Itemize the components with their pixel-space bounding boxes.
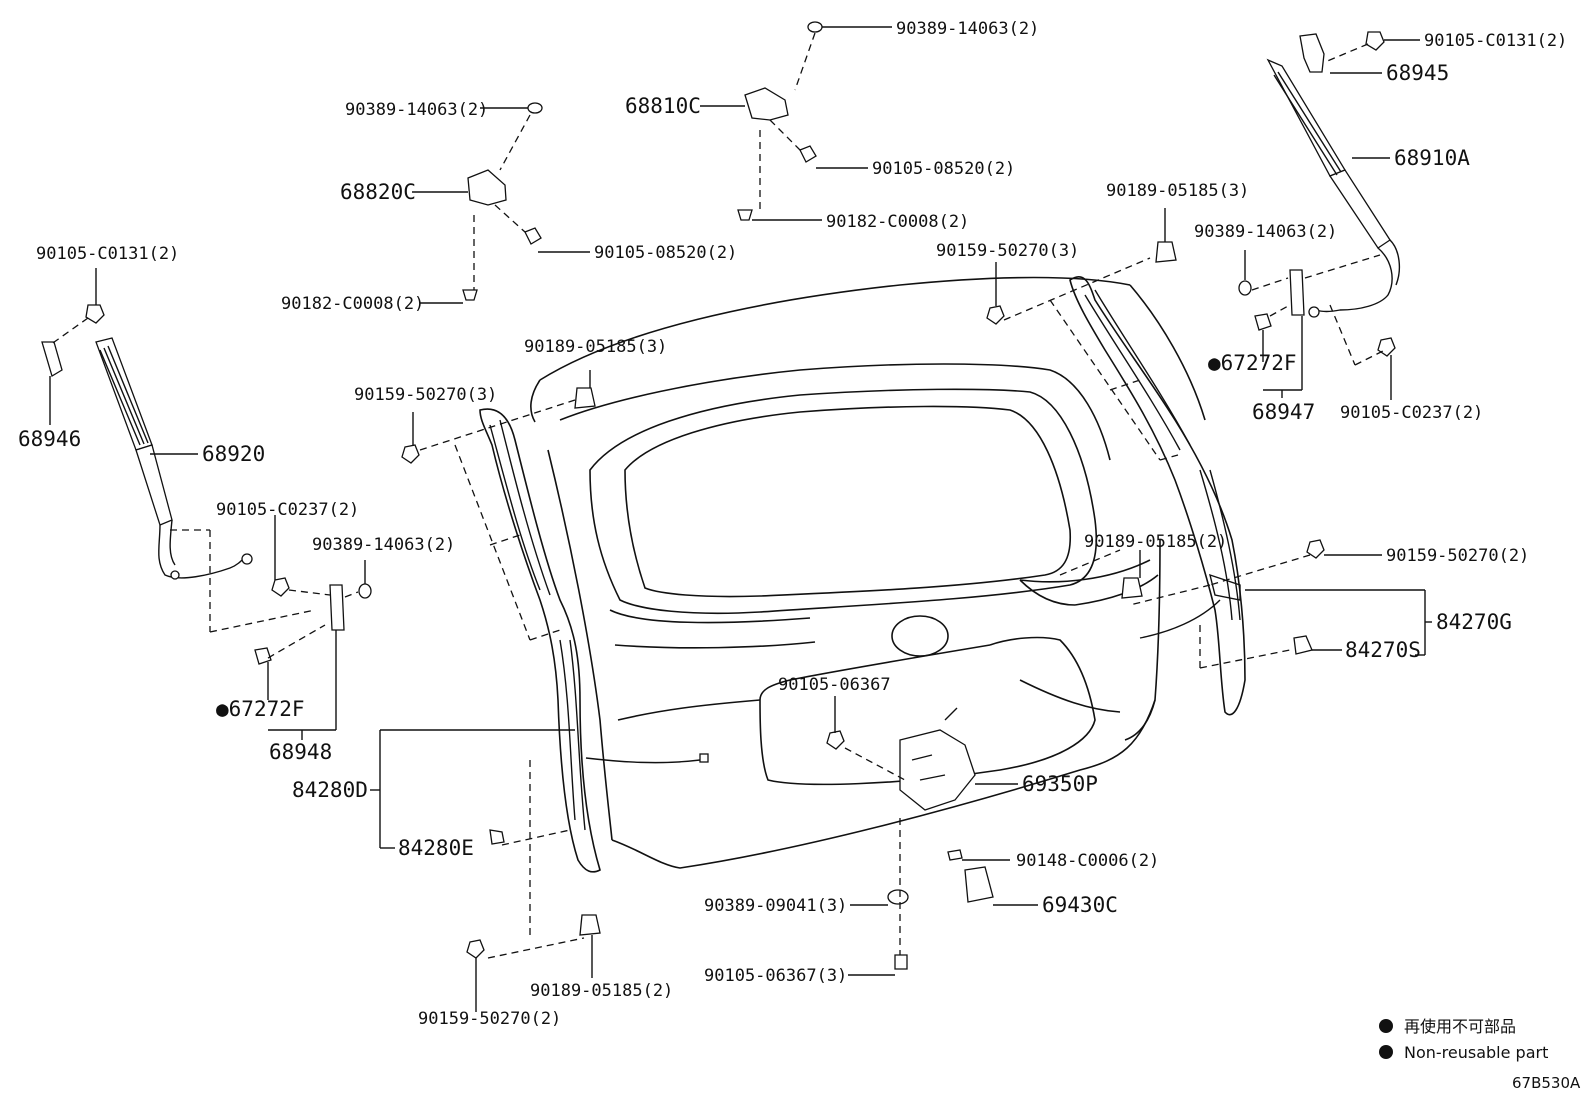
label-84270G: 84270G: [1436, 610, 1512, 634]
non-reusable-marker-icon: ●: [1208, 351, 1221, 375]
bolt-icon: [524, 227, 542, 245]
label-90159-50270: 90159-50270(2): [418, 1009, 561, 1029]
label-90105-C0237: 90105-C0237(2): [216, 500, 359, 520]
back-door-stay-left-68920: [95, 337, 253, 580]
label-84280D: 84280D: [292, 778, 368, 802]
non-reusable-dot-icon: [1379, 1019, 1393, 1033]
ball-joint-icon: [254, 647, 272, 665]
part-labels: 90389-14063(2) 68810C 90105-08520(2) 901…: [18, 19, 1567, 1029]
label-90105-08520: 90105-08520(2): [872, 159, 1015, 179]
label-90389-09041: 90389-09041(3): [704, 896, 847, 916]
label-90389-14063: 90389-14063(2): [1194, 222, 1337, 242]
nut-icon: [737, 209, 753, 221]
label-90189-05185: 90189-05185(3): [524, 337, 667, 357]
bolt-icon: [1377, 337, 1396, 357]
washer-icon: [887, 889, 909, 905]
label-90105-08520: 90105-08520(2): [594, 243, 737, 263]
label-68920: 68920: [202, 442, 265, 466]
clip-icon: [1293, 635, 1313, 655]
label-68946: 68946: [18, 427, 81, 451]
label-90182-C0008: 90182-C0008(2): [281, 294, 424, 314]
label-68810C: 68810C: [625, 94, 701, 118]
legend: 再使用不可部品 Non-reusable part 67B530A: [1379, 1017, 1581, 1092]
label-69350P: 69350P: [1022, 772, 1098, 796]
label-84280E: 84280E: [398, 836, 474, 860]
label-90159-50270: 90159-50270(3): [936, 241, 1079, 261]
weatherstrip-right-84270G: [1069, 276, 1246, 716]
back-door-panel: [530, 276, 1206, 869]
screw-icon: [947, 849, 963, 861]
connector-icon: [699, 753, 709, 763]
stay-bracket-icon: [1299, 33, 1325, 73]
bolt-icon: [1365, 31, 1385, 51]
label-68945: 68945: [1386, 61, 1449, 85]
nut-icon: [462, 289, 478, 301]
leader-lines: [49, 26, 1432, 1012]
back-door-stay-right-68910A: [1266, 58, 1401, 318]
label-90105-06367: 90105-06367: [778, 675, 891, 695]
bolt-icon: [271, 577, 290, 597]
label-90105-C0131: 90105-C0131(2): [36, 244, 179, 264]
label-68910A: 68910A: [1394, 146, 1470, 170]
label-90189-05185: 90189-05185(2): [1084, 532, 1227, 552]
hinge-icon: [467, 169, 507, 206]
washer-icon: [358, 583, 372, 599]
label-90189-05185: 90189-05185(2): [530, 981, 673, 1001]
label-67272F-text: 67272F: [229, 697, 305, 721]
washer-icon: [1238, 280, 1252, 296]
label-90389-14063: 90389-14063(2): [896, 19, 1039, 39]
label-90389-14063: 90389-14063(2): [345, 100, 488, 120]
label-90105-C0237: 90105-C0237(2): [1340, 403, 1483, 423]
label-90159-50270: 90159-50270(2): [1386, 546, 1529, 566]
bolt-icon: [1306, 539, 1325, 559]
bolt-icon: [85, 304, 105, 324]
washer-icon: [807, 21, 823, 33]
legend-japanese: 再使用不可部品: [1404, 1017, 1516, 1036]
label-67272F: ●67272F: [216, 697, 305, 721]
clip-icon: [579, 914, 601, 936]
bracket-icon: [1289, 269, 1305, 316]
label-68947: 68947: [1252, 400, 1315, 424]
label-90105-06367: 90105-06367(3): [704, 966, 847, 986]
label-90182-C0008: 90182-C0008(2): [826, 212, 969, 232]
label-90389-14063: 90389-14063(2): [312, 535, 455, 555]
stay-bracket-icon: [41, 341, 63, 377]
label-90148-C0006: 90148-C0006(2): [1016, 851, 1159, 871]
label-84270S: 84270S: [1345, 638, 1421, 662]
label-67272F-text: 67272F: [1221, 351, 1297, 375]
lock-assembly-icon: [899, 729, 976, 811]
switch-icon: [964, 866, 994, 903]
label-67272F: ●67272F: [1208, 351, 1297, 375]
hinge-icon: [744, 87, 789, 121]
washer-icon: [527, 102, 543, 114]
label-90189-05185: 90189-05185(3): [1106, 181, 1249, 201]
bolt-icon: [894, 954, 908, 970]
bolt-icon: [466, 939, 485, 959]
non-reusable-dot-icon: [1379, 1045, 1393, 1059]
clip-icon: [489, 829, 505, 845]
label-90159-50270: 90159-50270(3): [354, 385, 497, 405]
part-icons: [41, 21, 1396, 970]
ball-joint-icon: [1254, 313, 1272, 331]
non-reusable-marker-icon: ●: [216, 697, 229, 721]
label-68820C: 68820C: [340, 180, 416, 204]
weatherstrip-left-84280D: [479, 408, 601, 873]
bracket-icon: [329, 584, 345, 631]
bolt-icon: [826, 730, 845, 750]
label-68948: 68948: [269, 740, 332, 764]
clip-icon: [574, 387, 596, 409]
bolt-icon: [401, 444, 420, 464]
bolt-icon: [799, 145, 817, 163]
diagram-code: 67B530A: [1512, 1074, 1581, 1092]
legend-english: Non-reusable part: [1404, 1043, 1548, 1062]
clip-icon: [1155, 241, 1177, 263]
bolt-icon: [986, 305, 1005, 325]
label-90105-C0131: 90105-C0131(2): [1424, 31, 1567, 51]
label-69430C: 69430C: [1042, 893, 1118, 917]
clip-icon: [1121, 577, 1143, 599]
